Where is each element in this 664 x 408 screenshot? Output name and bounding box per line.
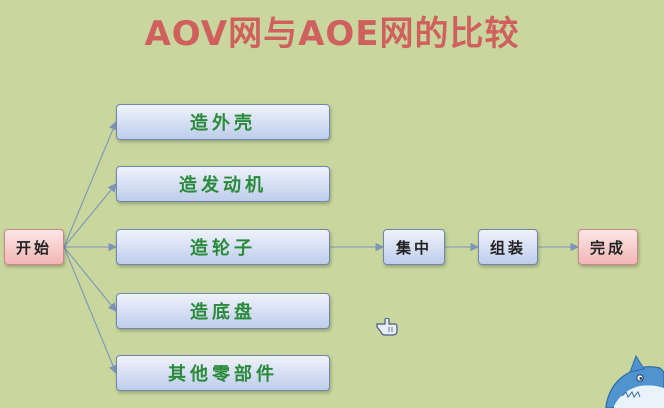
slide-title: AOV网与AOE网的比较 (144, 14, 520, 54)
node-assemble: 组装 (478, 229, 538, 265)
edge-start-engine (63, 183, 117, 248)
node-engine: 造发动机 (116, 166, 330, 202)
hand-cursor-icon (376, 318, 398, 336)
edge-start-chassis (63, 246, 117, 312)
node-finish: 完成 (578, 229, 638, 265)
edge-start-shell (63, 120, 118, 248)
shark-mascot-icon (605, 354, 664, 408)
node-shell: 造外壳 (116, 104, 330, 140)
node-start: 开始 (4, 229, 64, 265)
node-wheels: 造轮子 (116, 229, 330, 265)
edge-start-parts (63, 246, 118, 375)
node-chassis: 造底盘 (116, 293, 330, 329)
node-gather: 集中 (383, 229, 445, 265)
node-other-parts: 其他零部件 (116, 355, 330, 391)
